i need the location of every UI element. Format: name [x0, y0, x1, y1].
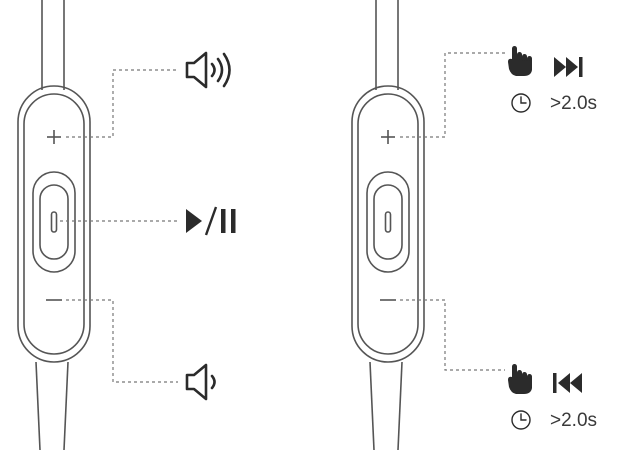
left-play-button-dot [50, 211, 58, 233]
right-leaders [400, 52, 505, 371]
skip-next-icon [554, 57, 583, 77]
clock-icon [511, 93, 531, 113]
clock-icon [511, 410, 531, 430]
right-remote-inner [357, 93, 419, 355]
left-play-button-outer[interactable] [32, 171, 76, 273]
left-play-button-inner[interactable] [39, 184, 69, 260]
left-remote-outer [17, 85, 91, 363]
skip-previous-icon [553, 373, 582, 393]
leader-next-track [400, 52, 505, 138]
right-play-button-dot [384, 211, 392, 233]
hand-press-icon [508, 364, 532, 394]
left-remote-inner [23, 93, 85, 355]
previous-hold-duration: >2.0s [550, 410, 598, 431]
right-play-button-outer[interactable] [366, 171, 410, 273]
right-cable-bottom-a [369, 361, 375, 450]
volume-down-icon [185, 363, 216, 401]
leader-previous-track [400, 299, 505, 371]
left-leaders [60, 69, 178, 383]
next-hold-duration: >2.0s [550, 93, 598, 114]
left-remote [17, 0, 91, 450]
leader-volume-down [66, 299, 178, 383]
hand-press-icon [508, 46, 532, 76]
right-cable-bottom-b [397, 361, 403, 450]
left-cable-bottom-b [63, 361, 69, 450]
left-cable-bottom-a [35, 361, 41, 450]
right-play-button-inner[interactable] [373, 184, 403, 260]
right-remote [351, 0, 425, 450]
volume-up-icon [185, 51, 231, 89]
play-pause-icon [186, 206, 236, 236]
leader-volume-up [66, 69, 178, 138]
right-remote-outer [351, 85, 425, 363]
